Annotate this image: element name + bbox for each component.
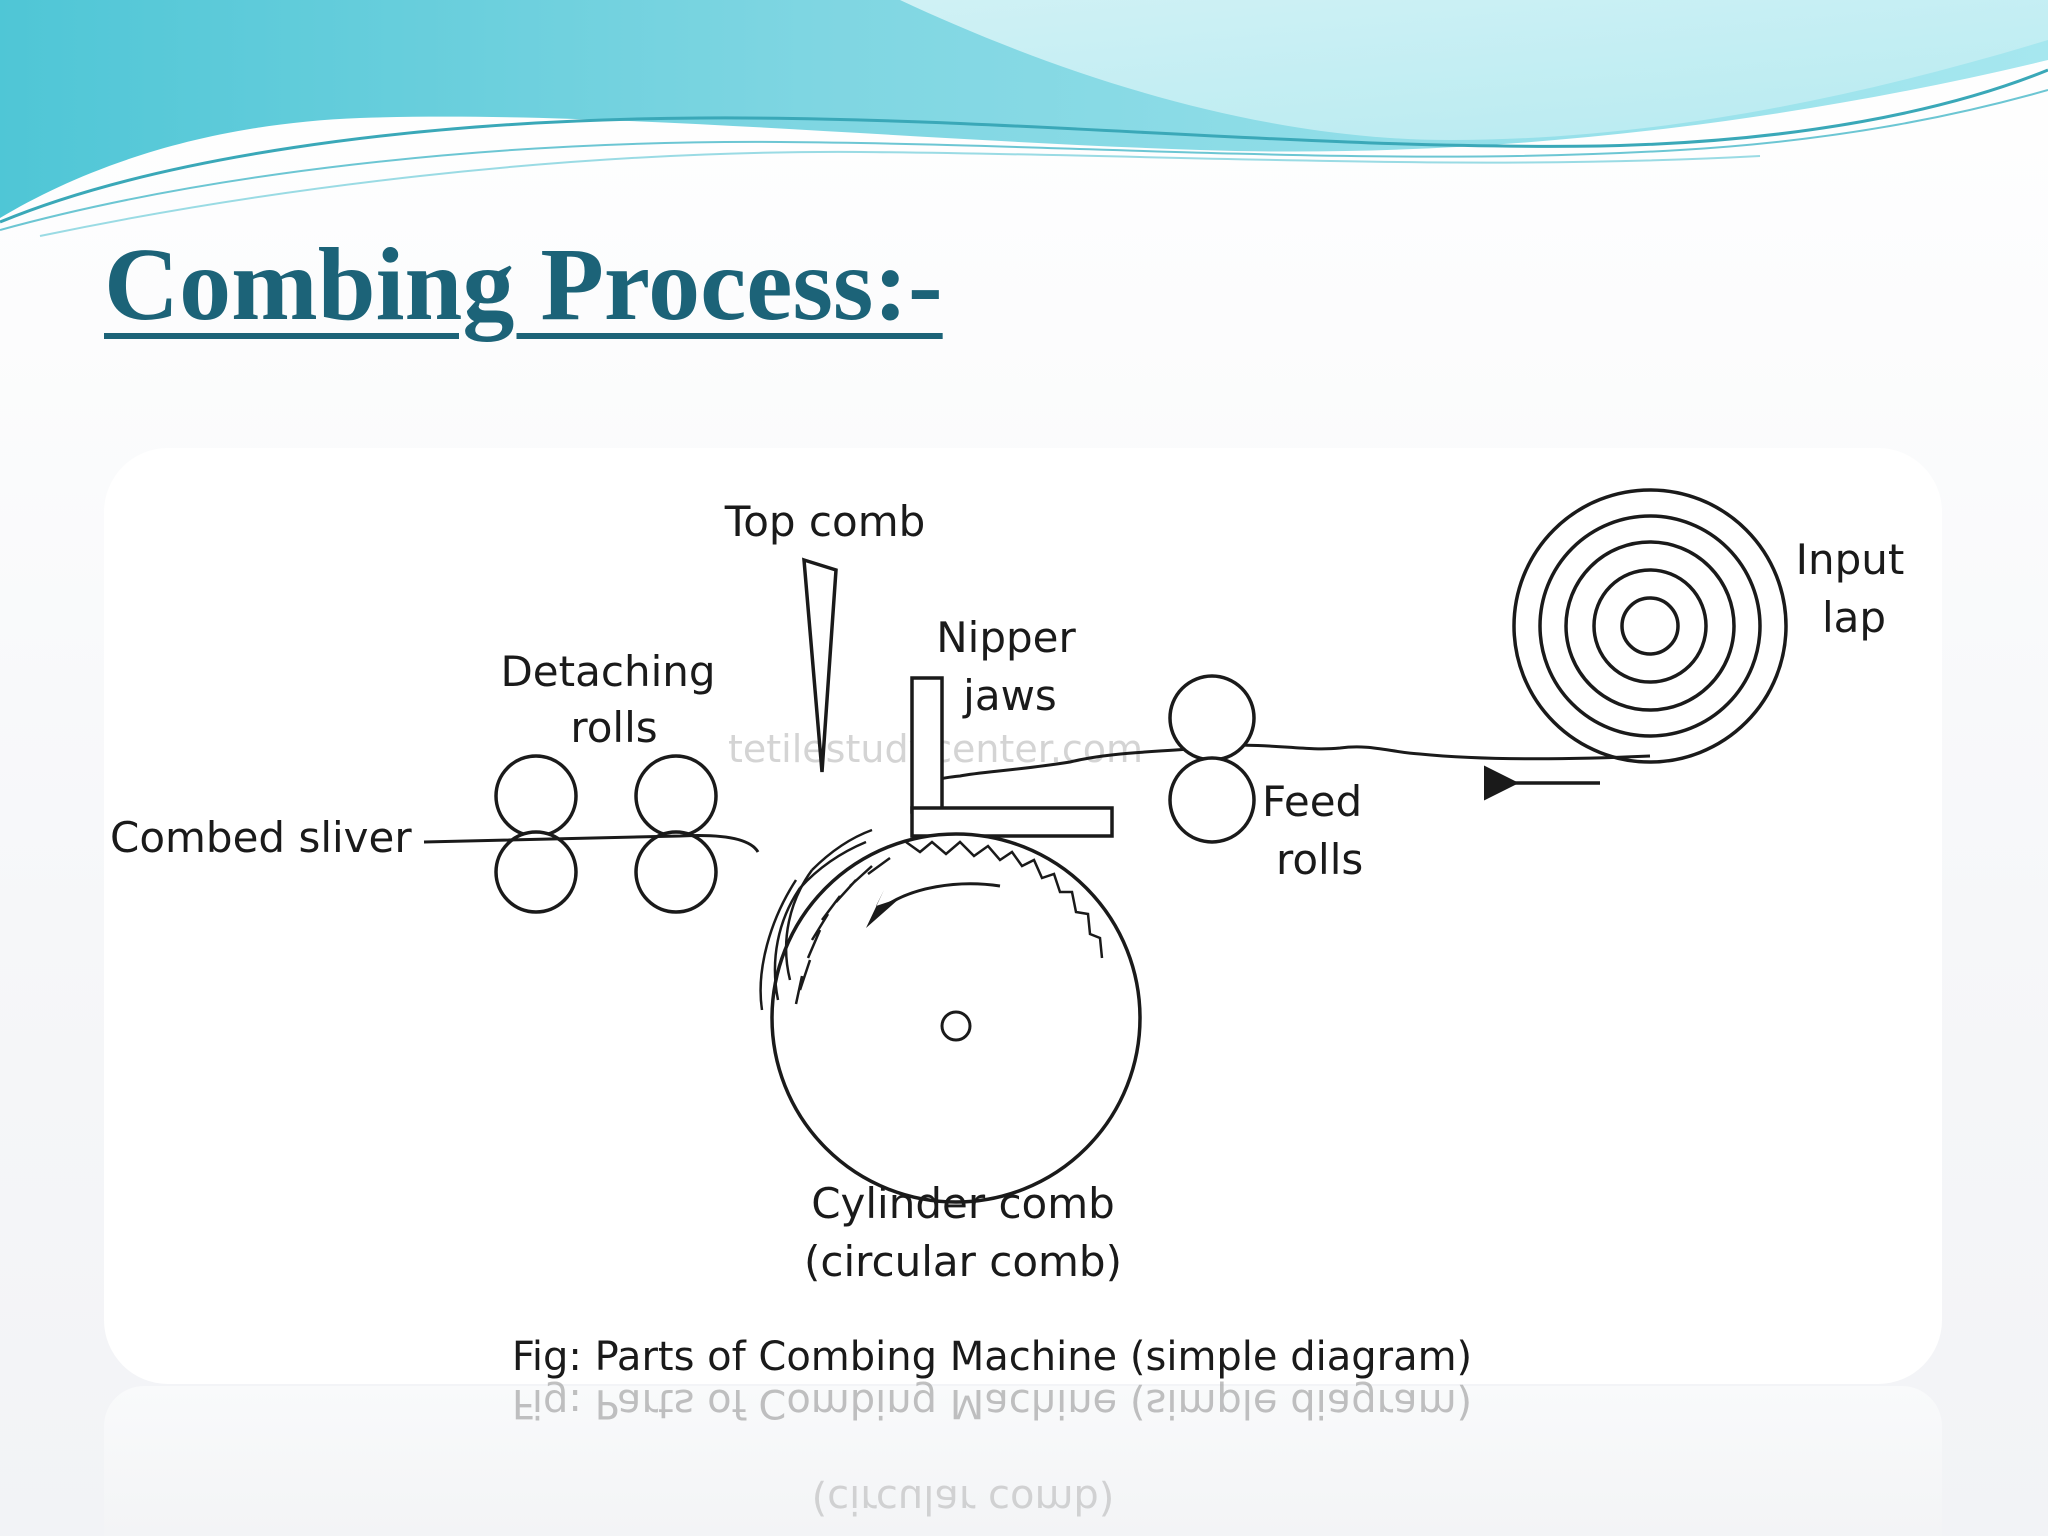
figure-caption: Fig: Parts of Combing Machine (simple di…: [512, 1334, 1472, 1380]
label-cylinder-comb-1: Cylinder comb: [811, 1179, 1115, 1228]
label-nipper-jaws-2: jaws: [962, 671, 1057, 720]
label-cylinder-comb-2: (circular comb): [804, 1237, 1122, 1286]
reflection-panel: [104, 1386, 1942, 1536]
top-comb: [802, 557, 838, 773]
cylinder-needles: [759, 828, 1104, 1011]
detaching-rolls: [494, 754, 718, 914]
label-combed-sliver: Combed sliver: [110, 813, 412, 862]
input-lap: [1512, 488, 1788, 764]
combed-sliver-line: [423, 834, 760, 853]
label-detaching-rolls-2: rolls: [570, 703, 657, 752]
label-feed-rolls-2: rolls: [1276, 835, 1363, 884]
label-feed-rolls-1: Feed: [1262, 777, 1362, 826]
label-detaching-rolls-1: Detaching: [500, 647, 715, 696]
cylinder-comb: [759, 828, 1142, 1204]
nipper-jaws: [910, 676, 1114, 838]
caption-reflection: Fig: Parts of Combing Machine (simple di…: [512, 1380, 1472, 1426]
label-input-lap-1: Input: [1796, 535, 1905, 584]
label-top-comb: Top comb: [724, 497, 926, 546]
header-wave-decoration: [0, 0, 2048, 237]
label-input-lap-2: lap: [1822, 593, 1886, 642]
feed-rolls: [1168, 674, 1256, 844]
cylinder-label-reflection-text: (circular comb): [812, 1476, 1115, 1522]
label-nipper-jaws-1: Nipper: [936, 613, 1076, 662]
slide-title: Combing Process:-: [104, 227, 943, 342]
cylinder-label-reflection: (circular comb): [812, 1476, 1115, 1522]
caption-reflection-text: Fig: Parts of Combing Machine (simple di…: [512, 1380, 1472, 1426]
